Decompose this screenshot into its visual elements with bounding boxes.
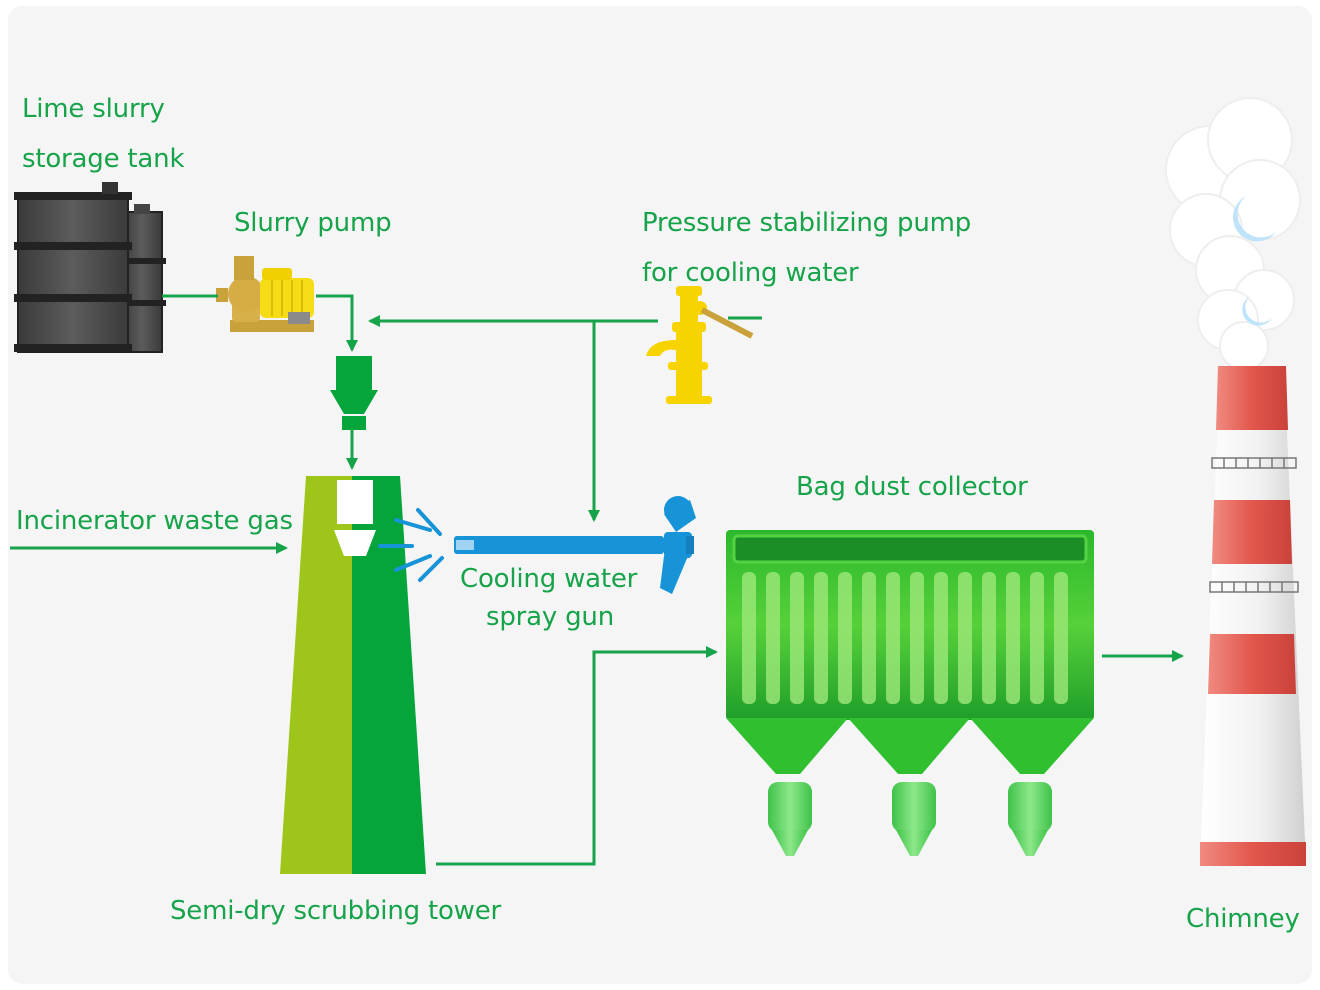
slurry-pump-label: Slurry pump: [234, 208, 392, 238]
spray-gun-label-line2: spray gun: [486, 602, 614, 632]
pressure-stabilizing-pump-icon: [646, 286, 762, 404]
slurry-hopper-icon: [330, 356, 378, 430]
storage-tank-label-line2: storage tank: [22, 144, 185, 174]
diagram-background: [8, 6, 1312, 984]
chimney-label: Chimney: [1186, 904, 1300, 934]
flow-lines: [10, 294, 1184, 866]
scrubbing-tower-label: Semi-dry scrubbing tower: [170, 896, 502, 926]
pressure-pump-label-line1: Pressure stabilizing pump: [642, 208, 972, 238]
chimney-icon: [1165, 97, 1306, 866]
storage-tank-label-line1: Lime slurry: [22, 94, 165, 124]
bag-collector-label: Bag dust collector: [796, 472, 1028, 502]
slurry-pump-icon: [216, 256, 314, 332]
waste-gas-label: Incinerator waste gas: [16, 506, 293, 536]
spray-gun-icon: [454, 496, 696, 594]
pressure-pump-label-line2: for cooling water: [642, 258, 859, 288]
spray-gun-label-line1: Cooling water: [460, 564, 638, 594]
bag-dust-collector-icon: [726, 530, 1094, 856]
lime-slurry-tank-icon: [14, 182, 166, 353]
scrubbing-tower-icon: [280, 476, 444, 874]
